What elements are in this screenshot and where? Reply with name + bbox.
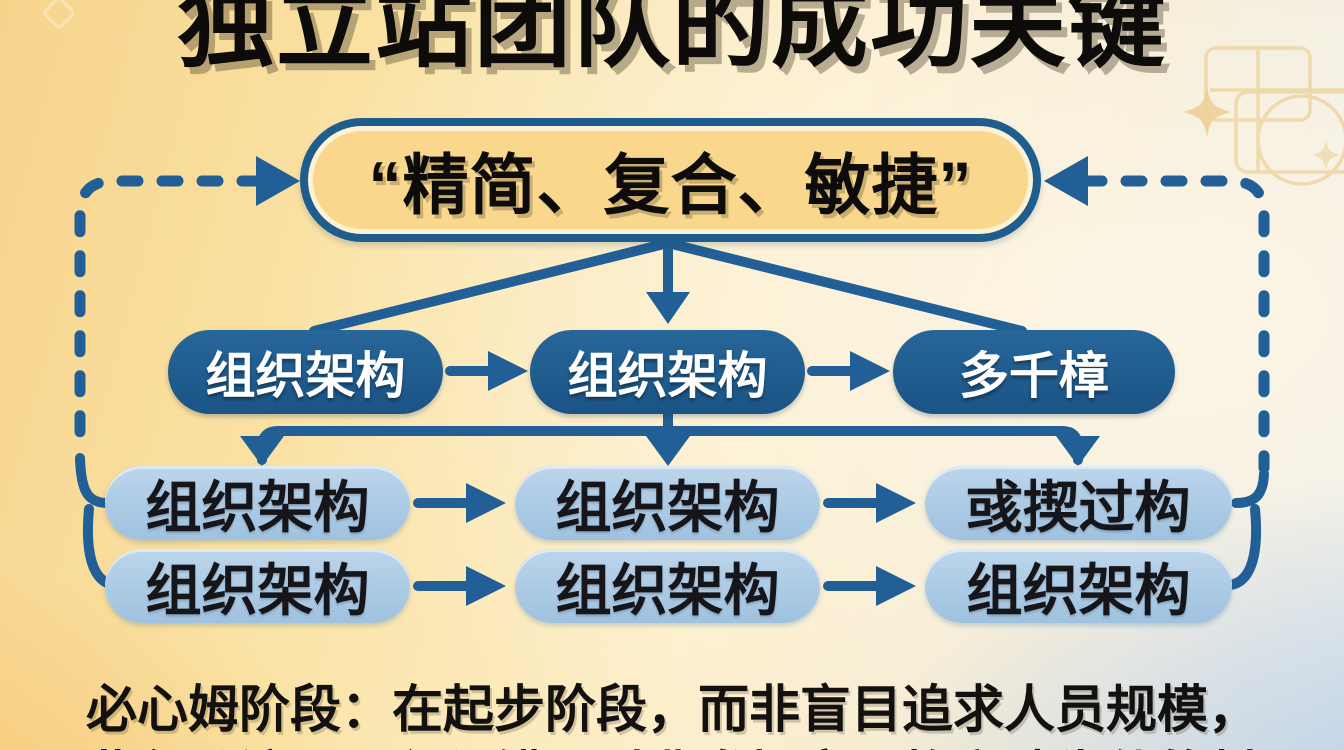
node-row1-col1: 组织架构 — [168, 330, 443, 414]
decor-lines-icon — [1210, 48, 1344, 172]
arrowhead-dist-right-icon — [1056, 436, 1100, 466]
arrowhead-row2-b-icon — [876, 483, 916, 523]
arrowhead-dist-mid-icon — [646, 436, 690, 466]
node-row2-col1: 组织架构 — [105, 466, 410, 540]
node-row3-col2: 组织架构 — [515, 549, 820, 623]
node-row2-col3-label: 彧揳过构 — [966, 475, 1191, 539]
node-row3-col3: 组织架构 — [925, 549, 1232, 623]
line-core-to-left — [309, 239, 669, 336]
arrowhead-core-down-icon — [646, 292, 690, 324]
node-row3-col1: 组织架构 — [105, 549, 410, 623]
arrowhead-row3-a-icon — [466, 566, 506, 606]
left-bracket-top — [75, 453, 113, 508]
node-row2-col2: 组织架构 — [515, 466, 820, 540]
dashed-loop-right — [1080, 175, 1270, 474]
decor-diamond-icon — [43, 0, 75, 29]
sparkle-icon — [1183, 86, 1231, 138]
arrowhead-row2-a-icon — [466, 483, 506, 523]
node-row1-col3: 多千樟 — [893, 330, 1175, 414]
footer-text-line2: 此邻分泣是，必须错职时凿发招寝，格安陡生件的村 — [86, 734, 1259, 750]
footer-text-line1: 必心姆阶段：在起步阶段，而非盲目追求人员规模， — [86, 681, 1260, 738]
node-row3-col2-label: 组织架构 — [555, 558, 780, 622]
arrowhead-into-core-left-icon — [256, 156, 300, 206]
decor-frame2-icon — [1234, 90, 1344, 174]
node-core: “精简、复合、敏捷” — [300, 118, 1041, 242]
node-core-label: “精简、复合、敏捷” — [368, 148, 973, 222]
arrowhead-row1-b-icon — [850, 351, 890, 391]
node-row2-col1-label: 组织架构 — [145, 475, 370, 539]
node-row2-col2-label: 组织架构 — [555, 475, 780, 539]
node-row1-col2-label: 组织架构 — [567, 348, 768, 404]
arrowhead-into-core-right-icon — [1044, 156, 1088, 206]
page-title: 独立站团队的成功关键 — [177, 0, 1167, 79]
node-row1-col1-label: 组织架构 — [205, 348, 406, 404]
node-row2-col3: 彧揳过构 — [925, 466, 1232, 540]
node-row1-col3-label: 多千樟 — [959, 348, 1109, 404]
node-row1-col2: 组织架构 — [530, 330, 805, 414]
arrowhead-row3-b-icon — [876, 566, 916, 606]
dashed-loop-left — [74, 175, 264, 458]
line-core-to-right — [667, 239, 1027, 336]
node-row3-col3-label: 组织架构 — [966, 558, 1191, 622]
arrowhead-row1-a-icon — [488, 351, 528, 391]
right-bracket-top — [1231, 469, 1269, 508]
right-bracket-bottom — [1225, 504, 1262, 590]
arrowhead-dist-left-icon — [240, 436, 284, 466]
sparkle-small-icon — [1312, 140, 1340, 170]
node-row3-col1-label: 组织架构 — [145, 558, 370, 622]
